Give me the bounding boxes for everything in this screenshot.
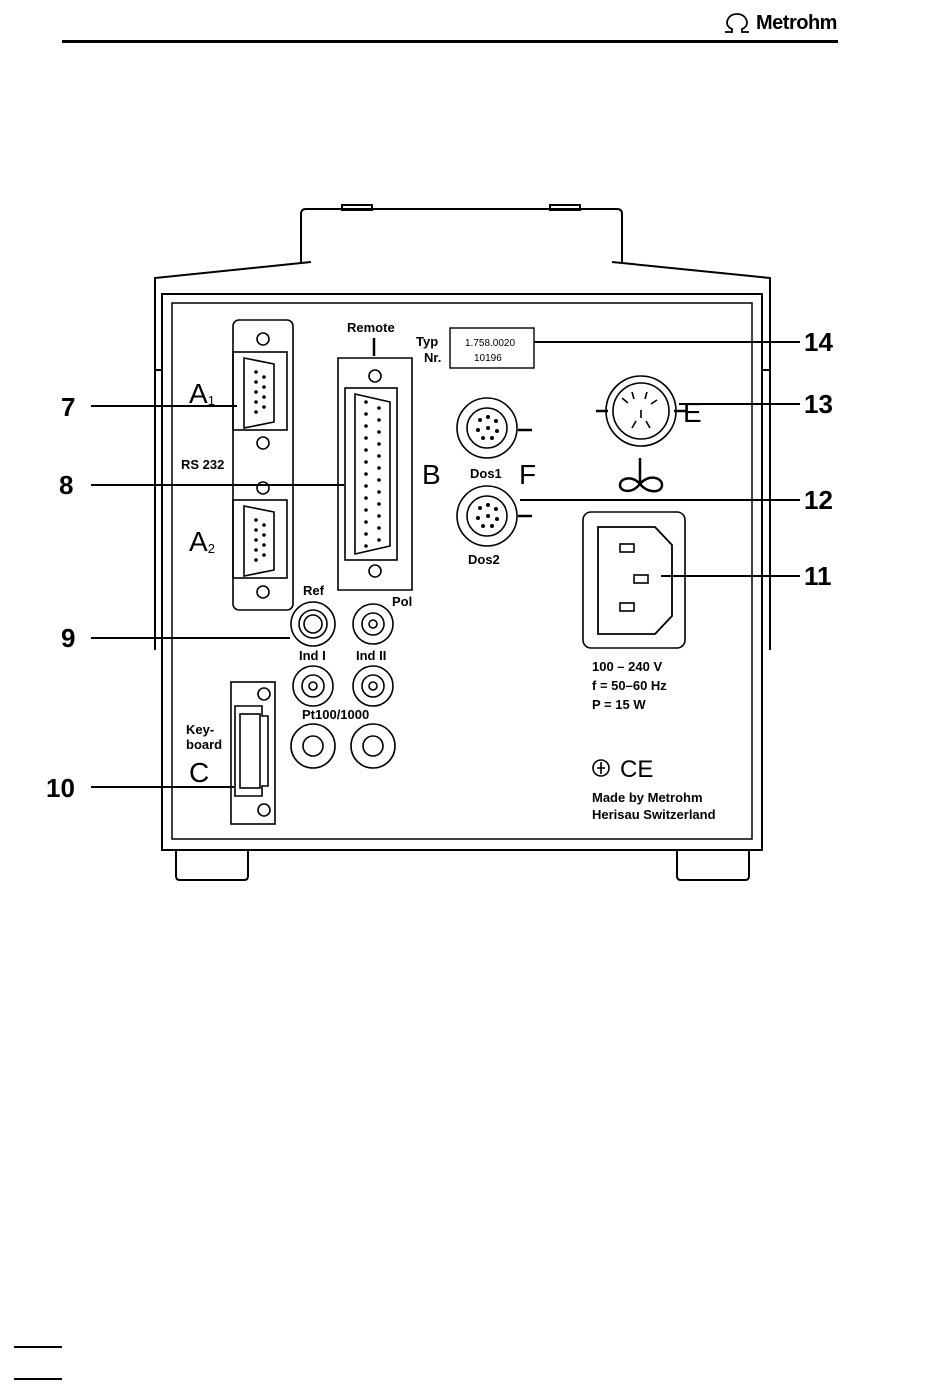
port-c-label: C [189,757,209,788]
rs232-ports [233,320,293,610]
remote-pin [377,514,381,518]
serial-number: 10196 [474,353,502,364]
remote-pin [377,418,381,422]
frequency-rating: f = 50–60 Hz [592,678,667,693]
port-e-label: E [683,397,702,428]
remote-pin [364,460,368,464]
remote-pin [377,454,381,458]
stirrer-socket [596,376,686,446]
type-number: 1.758.0020 [465,338,515,349]
remote-pin [377,442,381,446]
remote-pin [364,424,368,428]
remote-pin [377,406,381,410]
keyboard-label-line2: board [186,737,222,752]
rs232-label: RS 232 [181,457,224,472]
dos2-label: Dos2 [468,552,500,567]
safety-mark-icon [593,760,609,776]
remote-pin [377,466,381,470]
port-b-label: B [422,459,441,490]
callout-10: 10 [46,773,75,803]
footer-rule-bottom [14,1378,62,1380]
keyboard-label-line1: Key- [186,722,214,737]
typ-label: Typ [416,334,438,349]
handle-tab-right [550,205,580,210]
callout-13: 13 [804,389,833,419]
remote-pin [377,538,381,542]
ind1-label: Ind I [299,648,326,663]
remote-pin [364,520,368,524]
dos1-label: Dos1 [470,466,502,481]
remote-pin [364,484,368,488]
pt-label: Pt100/1000 [302,707,369,722]
port-a2-label: A2 [189,526,215,557]
callout-11: 11 [804,561,832,591]
port-f-label: F [519,459,536,490]
keyboard-socket [231,682,275,824]
callout-9: 9 [61,623,75,653]
callout-7: 7 [61,392,75,422]
remote-pin [364,532,368,536]
stirrer-symbol-icon [620,458,662,491]
foot-left [176,850,248,880]
remote-pin [364,544,368,548]
ref-label: Ref [303,583,325,598]
rs232-pins [254,370,266,562]
callout-12: 12 [804,485,833,515]
remote-pin [364,400,368,404]
remote-pin [377,502,381,506]
callout-14: 14 [804,327,833,357]
remote-pin [364,448,368,452]
remote-pin [377,526,381,530]
remote-pin [364,496,368,500]
remote-pin [364,436,368,440]
remote-pin [364,508,368,512]
remote-pins [364,400,381,548]
callout-8: 8 [59,470,73,500]
remote-pin [364,472,368,476]
mains-socket [583,512,685,648]
power-rating: P = 15 W [592,697,646,712]
nr-label: Nr. [424,350,441,365]
foot-right [677,850,749,880]
remote-pin [377,490,381,494]
remote-pin [377,478,381,482]
electrode-sockets [291,602,395,768]
remote-connector [338,338,412,590]
ce-mark: CE [620,756,653,783]
ind2-label: Ind II [356,648,386,663]
footer-rule-top [14,1346,62,1348]
made-by-text: Made by Metrohm [592,790,703,805]
port-a1-label: A1 [189,378,215,409]
remote-pin [377,430,381,434]
remote-pin [364,412,368,416]
top-handle [301,209,622,262]
pol-label: Pol [392,594,412,609]
rear-panel-inner [172,303,752,839]
origin-text: Herisau Switzerland [592,807,716,822]
handle-tab-left [342,205,372,210]
remote-label: Remote [347,320,395,335]
voltage-rating: 100 – 240 V [592,659,662,674]
